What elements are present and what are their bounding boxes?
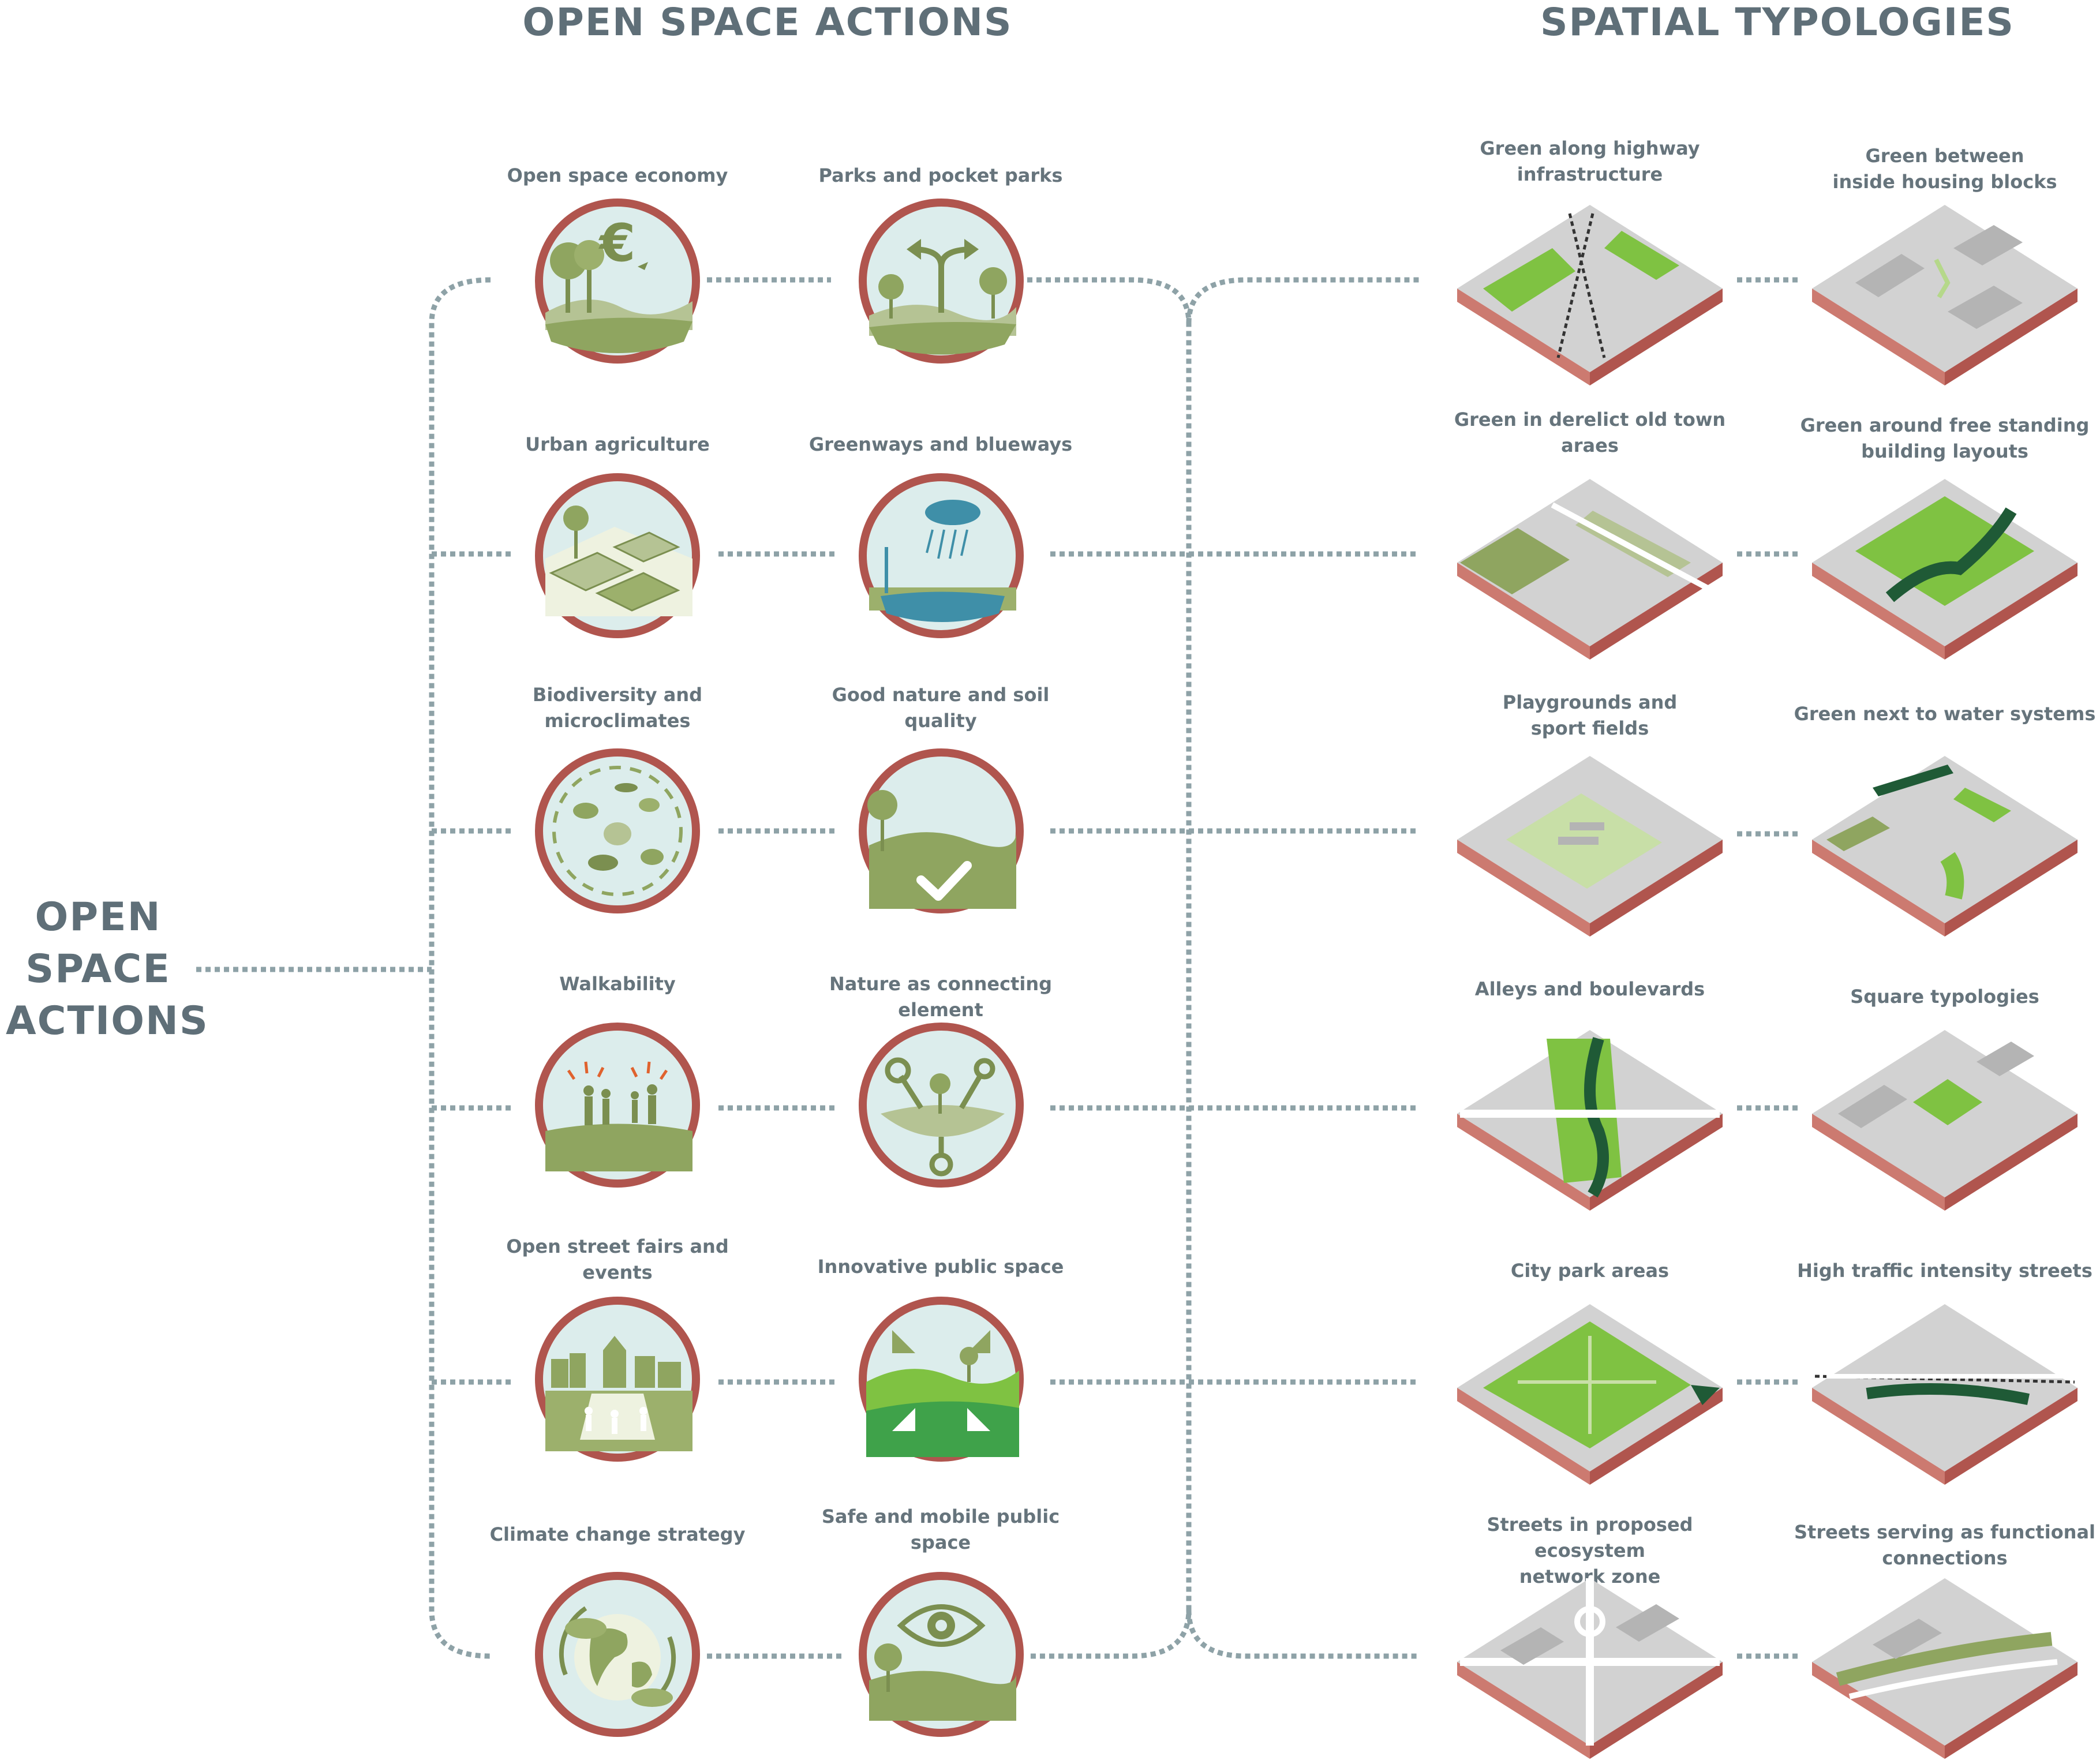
- typology-label: Square typologies: [1850, 986, 2039, 1008]
- typology-label: Green along highway infrastructure: [1480, 137, 1700, 185]
- square-tile: [1812, 1030, 2077, 1211]
- typology-label: Green around free standing building layo…: [1800, 414, 2090, 462]
- typology-label: Streets in proposed ecosystem network zo…: [1487, 1514, 1693, 1587]
- right-bus-line: [1027, 277, 1192, 1659]
- typology-label: Streets serving as functional connection…: [1794, 1521, 2096, 1569]
- typology-label: Green next to water systems: [1794, 703, 2096, 725]
- connector-nodes-icon: [859, 1023, 1024, 1188]
- action-label: Good nature and soil quality: [832, 684, 1050, 732]
- euro-icon: €: [535, 199, 700, 364]
- typology-label: High traffic intensity streets: [1797, 1260, 2092, 1282]
- action-label: Open street fairs and events: [506, 1235, 729, 1283]
- typology-label: Alleys and boulevards: [1474, 978, 1705, 1000]
- action-label: Climate change strategy: [489, 1523, 746, 1545]
- heading-spatial-typologies: SPATIAL TYPOLOGIES: [1540, 0, 2015, 44]
- globe-cycle-icon: [535, 1572, 700, 1737]
- typology-label: City park areas: [1510, 1260, 1669, 1282]
- action-label: Walkability: [559, 973, 676, 995]
- checkmark-icon: [859, 748, 1024, 913]
- highway-tile: [1457, 205, 1723, 385]
- action-label: Innovative public space: [817, 1256, 1064, 1278]
- walking-people-icon: [535, 1023, 700, 1188]
- action-label: Urban agriculture: [525, 433, 710, 455]
- ecosystem-streets-tile: [1457, 1578, 1723, 1759]
- playground-tile: [1457, 756, 1723, 937]
- action-label: Greenways and blueways: [808, 433, 1073, 455]
- action-label: Parks and pocket parks: [818, 164, 1063, 186]
- boulevard-tile: [1457, 1030, 1723, 1211]
- housing-blocks-tile: [1812, 205, 2077, 385]
- street-fair-icon: [535, 1297, 700, 1462]
- functional-streets-tile: [1812, 1578, 2077, 1759]
- typology-label: Playgrounds and sport fields: [1502, 691, 1678, 739]
- action-label: Nature as connecting element: [829, 973, 1052, 1021]
- rooftop-farm-icon: [535, 473, 700, 638]
- action-label: Safe and mobile public space: [821, 1506, 1060, 1553]
- typology-label: Green between inside housing blocks: [1832, 145, 2057, 193]
- converging-arrows-icon: [859, 1297, 1024, 1462]
- traffic-streets-tile: [1812, 1304, 2077, 1485]
- heading-open-space-actions: OPEN SPACE ACTIONS: [522, 0, 1013, 44]
- typology-label: Green in derelict old town araes: [1454, 409, 1726, 456]
- free-standing-tile: [1812, 479, 2077, 660]
- svg-text:€: €: [598, 213, 636, 274]
- city-park-tile: [1457, 1304, 1723, 1485]
- action-label: Open space economy: [507, 164, 728, 186]
- eye-icon: [859, 1572, 1024, 1737]
- action-label: Biodiversity and microclimates: [532, 684, 703, 732]
- old-town-tile: [1457, 479, 1723, 660]
- left-title-line-1: OPEN: [35, 894, 162, 940]
- rain-cloud-icon: [859, 473, 1024, 638]
- split-arrows-icon: [859, 199, 1024, 364]
- left-bus-line: [429, 277, 491, 1659]
- left-title-line-2: SPACE: [25, 946, 171, 992]
- water-systems-tile: [1812, 756, 2077, 937]
- left-title-line-3: ACTIONS: [6, 998, 209, 1044]
- left-title: OPEN SPACE ACTIONS: [6, 892, 209, 1047]
- animals-icon: [535, 748, 700, 913]
